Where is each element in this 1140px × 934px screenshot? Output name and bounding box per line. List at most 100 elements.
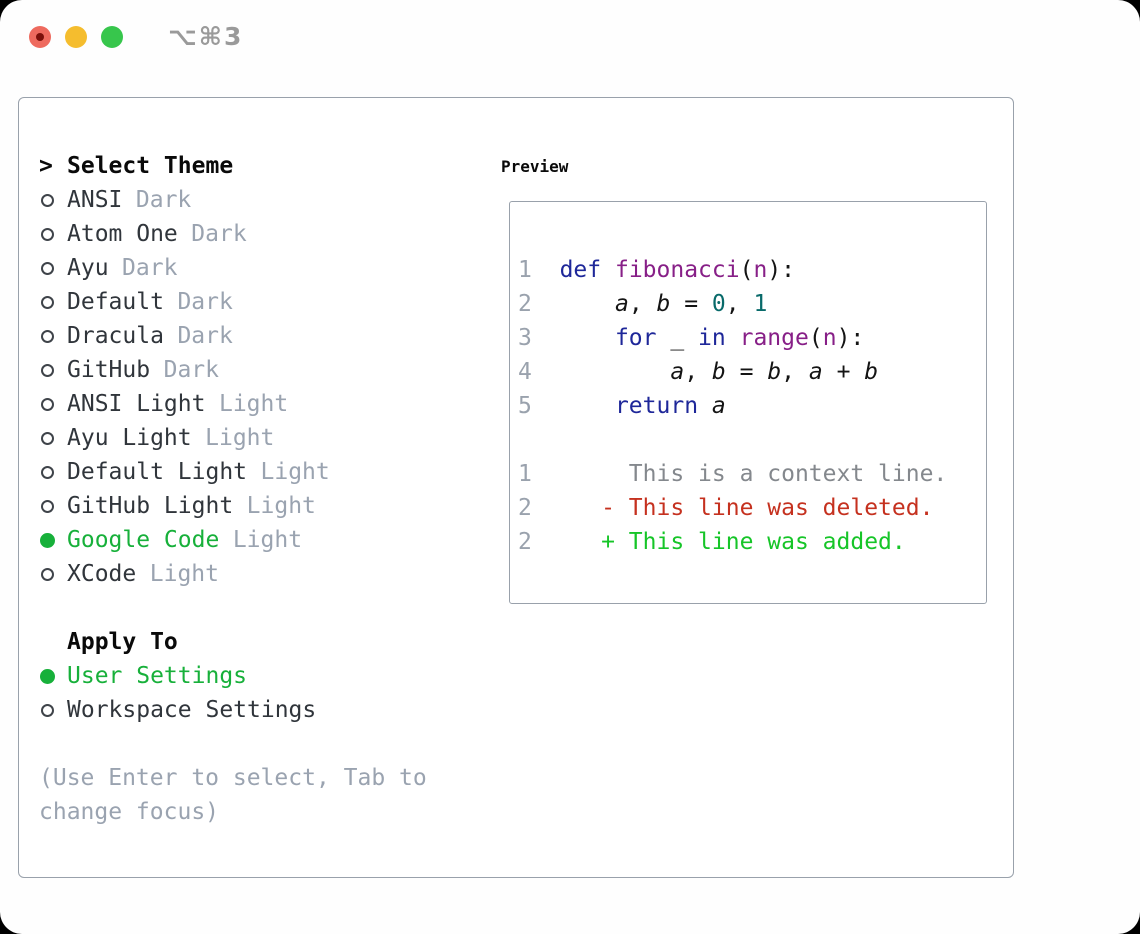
code-token: ): <box>836 325 865 351</box>
apply-to-header-row: Apply To <box>39 625 499 659</box>
theme-option-github-light[interactable]: GitHub Light Light <box>39 489 499 523</box>
code-token: 3 <box>518 325 532 351</box>
code-token: 0 <box>711 291 726 317</box>
focus-caret-icon: > <box>39 153 53 179</box>
code-token: b <box>767 359 782 385</box>
theme-variant: Light <box>246 493 316 519</box>
code-token: , <box>725 291 754 317</box>
radio-marker <box>39 499 67 513</box>
theme-variant: Light <box>205 425 275 451</box>
code-token: 1 <box>753 291 768 317</box>
code-token: n <box>822 325 837 351</box>
close-button[interactable] <box>29 26 51 48</box>
radio-icon <box>41 567 54 581</box>
theme-name: GitHub Light <box>67 493 234 519</box>
preview-line <box>518 423 986 457</box>
section-gap <box>39 727 499 761</box>
radio-selected-icon <box>40 532 55 548</box>
code-token: 1 <box>518 461 532 487</box>
theme-name: Google Code <box>67 527 220 553</box>
radio-marker <box>39 532 67 548</box>
code-token: in <box>698 325 726 351</box>
code-token <box>532 529 601 555</box>
theme-name: Default <box>67 289 164 315</box>
code-token: , <box>781 359 809 385</box>
traffic-lights <box>29 26 123 48</box>
theme-variant: Dark <box>122 255 178 281</box>
radio-marker <box>39 363 67 377</box>
theme-variant: Light <box>232 527 303 553</box>
code-token: a <box>614 291 629 317</box>
code-token <box>726 325 740 351</box>
preview-line: 3 for _ in range(n): <box>518 321 986 355</box>
preview-line: 5 return a <box>518 389 986 423</box>
code-token: a <box>711 393 726 419</box>
code-token: , <box>684 359 712 385</box>
minimize-button[interactable] <box>65 26 87 48</box>
code-token: - This line was deleted. <box>601 495 934 521</box>
code-token: 4 <box>518 359 532 385</box>
code-token <box>532 291 615 317</box>
code-token <box>532 325 615 351</box>
code-token: This is a context line. <box>531 461 948 487</box>
code-token: ( <box>808 325 823 351</box>
radio-marker <box>39 668 67 684</box>
theme-name: ANSI <box>67 187 123 213</box>
theme-variant: Dark <box>191 221 247 247</box>
theme-name: Default Light <box>67 459 248 485</box>
select-theme-header-row: > Select Theme <box>39 149 499 183</box>
radio-marker <box>39 703 67 717</box>
theme-variant: Dark <box>163 357 219 383</box>
code-token: b <box>656 291 671 317</box>
preview-column: Preview 1 def fibonacci(n):2 a, b = 0, 1… <box>501 149 987 604</box>
radio-marker <box>39 193 67 207</box>
apply-option-workspace-settings[interactable]: Workspace Settings <box>39 693 499 727</box>
code-token: return <box>614 393 699 419</box>
zoom-button[interactable] <box>101 26 123 48</box>
theme-name: XCode <box>67 561 137 587</box>
preview-header-row: Preview <box>501 149 987 183</box>
code-token <box>532 359 670 385</box>
radio-icon <box>41 397 54 411</box>
radio-marker <box>39 465 67 479</box>
code-token: 2 <box>518 529 532 555</box>
code-token: , <box>628 291 657 317</box>
preview-line: 1 This is a context line. <box>518 457 986 491</box>
code-token: = <box>725 359 768 385</box>
code-token: range <box>739 325 809 351</box>
code-token: for <box>614 325 657 351</box>
code-token: a <box>808 359 823 385</box>
code-token <box>601 257 615 283</box>
apply-option-user-settings[interactable]: User Settings <box>39 659 499 693</box>
code-token: b <box>864 359 879 385</box>
theme-option-default[interactable]: Default Dark <box>39 285 499 319</box>
code-token: + This line was added. <box>601 529 906 555</box>
preview-line: 2 + This line was added. <box>518 525 986 559</box>
radio-selected-icon <box>40 668 55 684</box>
radio-icon <box>41 465 54 479</box>
radio-marker <box>39 295 67 309</box>
theme-variant: Light <box>218 391 289 417</box>
theme-variant: Dark <box>177 289 233 315</box>
theme-variant: Light <box>149 561 219 587</box>
theme-option-xcode[interactable]: XCode Light <box>39 557 499 591</box>
preview-line: 4 a, b = b, a + b <box>518 355 986 389</box>
radio-marker <box>39 227 67 241</box>
select-theme-title: Select Theme <box>67 153 234 179</box>
theme-option-google-code[interactable]: Google Code Light <box>39 523 499 557</box>
radio-marker <box>39 431 67 445</box>
preview-line: 2 a, b = 0, 1 <box>518 287 986 321</box>
